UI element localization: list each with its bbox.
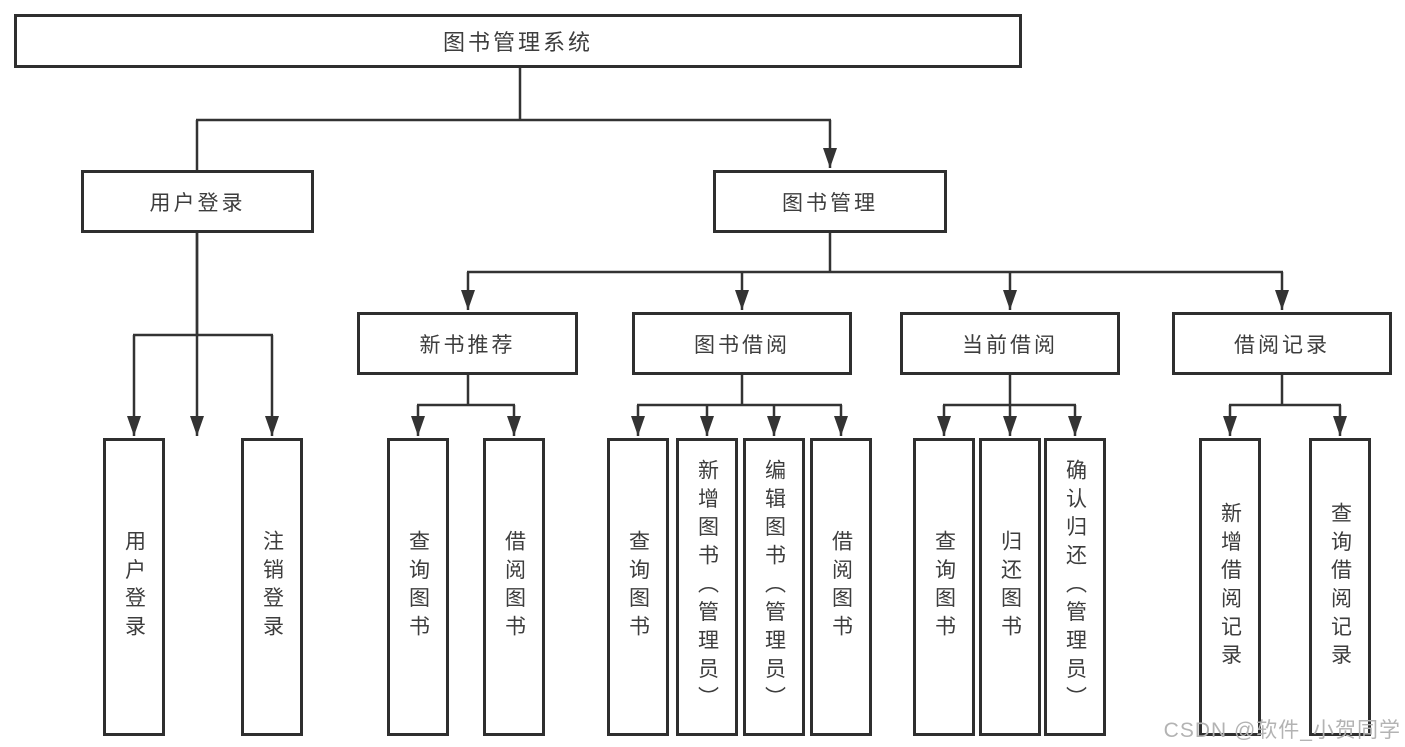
node-label: 当前借阅 [962, 333, 1058, 357]
node-label: 借阅记录 [1234, 333, 1330, 357]
leaf-query-borrow-record: 查询借阅记录 [1309, 438, 1371, 736]
node-book-borrow: 图书借阅 [632, 312, 852, 375]
node-root-system: 图书管理系统 [14, 14, 1022, 68]
node-label: 查询借阅记录 [1328, 501, 1352, 673]
node-label: 用户登录 [122, 530, 146, 644]
leaf-edit-book-admin: 编辑图书（管理员） [743, 438, 805, 736]
connector-recommend-leaves [417, 375, 515, 407]
leaf-borrow-books-recommend: 借阅图书 [483, 438, 545, 736]
connector-records-leaves [1229, 375, 1341, 407]
leaf-query-books-recommend: 查询图书 [387, 438, 449, 736]
leaf-query-books-current: 查询图书 [913, 438, 975, 736]
leaf-user-login: 用户登录 [103, 438, 165, 736]
connector-current-leaves [943, 375, 1076, 407]
node-label: 查询图书 [932, 530, 956, 644]
connector-root-l2 [196, 68, 831, 122]
node-book-management-branch: 图书管理 [713, 170, 947, 233]
leaf-confirm-return-admin: 确认归还（管理员） [1044, 438, 1106, 736]
node-label: 新书推荐 [419, 333, 516, 357]
node-new-book-recommend: 新书推荐 [357, 312, 578, 375]
node-label: 查询图书 [406, 530, 430, 644]
node-label: 借阅图书 [829, 530, 853, 644]
csdn-watermark: CSDN @软件_小贺同学 [1163, 719, 1401, 742]
leaf-logout: 注销登录 [241, 438, 303, 736]
leaf-borrow-books: 借阅图书 [810, 438, 872, 736]
connector-borrow-leaves [637, 375, 842, 407]
node-borrow-records: 借阅记录 [1172, 312, 1392, 375]
node-user-login-branch: 用户登录 [81, 170, 314, 233]
node-label: 图书借阅 [694, 333, 790, 357]
node-label: 注销登录 [260, 530, 284, 644]
leaf-add-book-admin: 新增图书（管理员） [676, 438, 738, 736]
node-label: 查询图书 [626, 530, 650, 644]
node-label: 新增图书（管理员） [695, 459, 719, 715]
node-label: 编辑图书（管理员） [762, 459, 786, 715]
connector-login-leaves [133, 233, 273, 337]
leaf-return-books: 归还图书 [979, 438, 1041, 736]
leaf-add-borrow-record: 新增借阅记录 [1199, 438, 1261, 736]
node-label: 图书管理 [782, 191, 878, 215]
node-label: 图书管理系统 [442, 30, 593, 55]
node-current-borrow: 当前借阅 [900, 312, 1120, 375]
connector-mgmt-l3 [467, 233, 1283, 274]
node-label: 借阅图书 [502, 530, 526, 644]
node-label: 用户登录 [149, 191, 246, 215]
node-label: 新增借阅记录 [1218, 501, 1242, 673]
leaf-query-books-borrow: 查询图书 [607, 438, 669, 736]
node-label: 确认归还（管理员） [1063, 459, 1087, 715]
node-label: 归还图书 [998, 530, 1022, 644]
